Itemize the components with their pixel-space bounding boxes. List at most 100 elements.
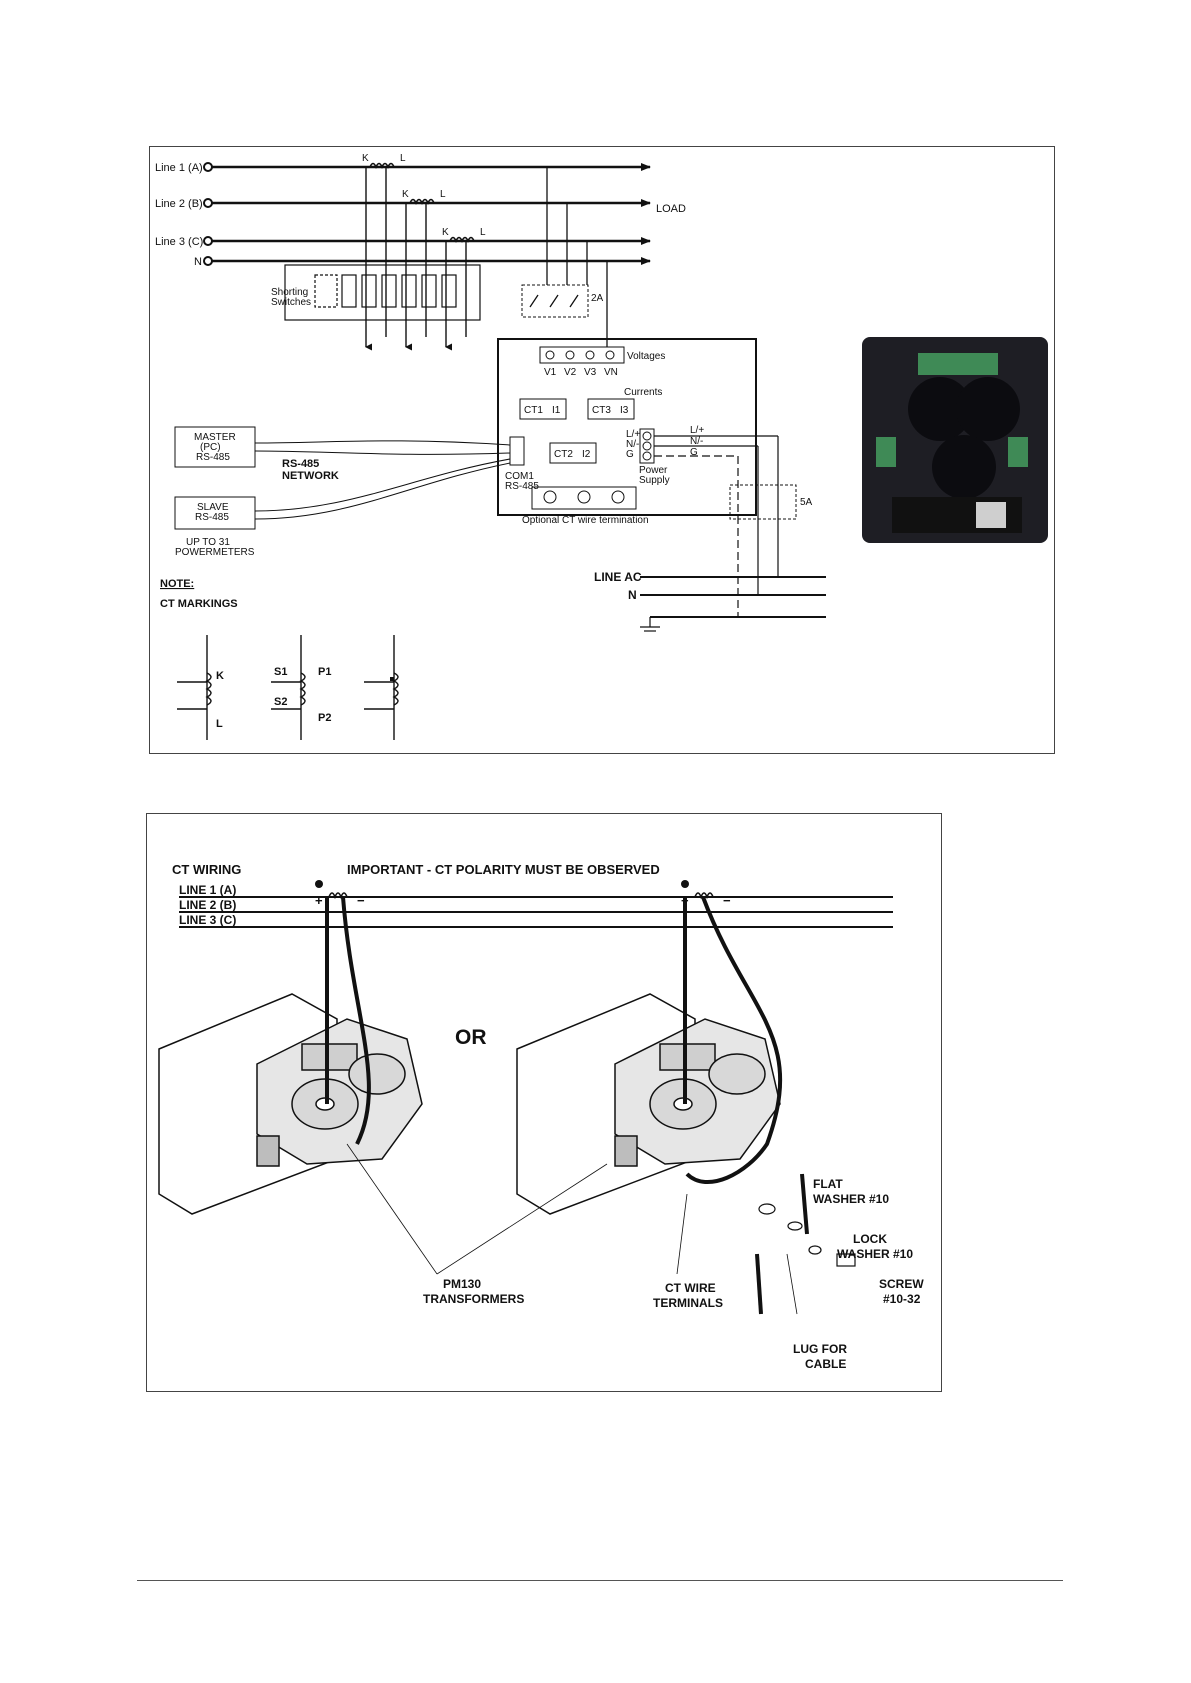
pm130-label-1: PM130	[443, 1277, 481, 1291]
ps-label-2: Supply	[639, 475, 670, 486]
meter-box	[497, 338, 757, 516]
ct-wiring-diagram: CT WIRING IMPORTANT - CT POLARITY MUST B…	[158, 862, 924, 1371]
slave-box	[174, 496, 256, 530]
ct-wiring-lines	[179, 896, 893, 928]
ps-g-label: G	[626, 449, 634, 460]
ct1-k-mark: K	[362, 153, 369, 164]
fuse-5a-label: 5A	[800, 497, 813, 508]
neutral-label: N	[194, 256, 202, 268]
ct2-l-mark: L	[440, 189, 446, 200]
ct-wiring-title: CT WIRING	[172, 862, 241, 877]
or-label: OR	[455, 1026, 487, 1049]
lug-label-1: LUG FOR	[793, 1342, 847, 1356]
left-ct-plus: +	[315, 893, 323, 908]
phase-lines	[212, 163, 651, 265]
shorting-label-2: Switches	[271, 297, 311, 308]
marking-s2: S2	[274, 696, 287, 708]
fuse-5a-box	[729, 484, 797, 520]
marking-s1: S1	[274, 666, 287, 678]
flat-washer-label-2: WASHER #10	[813, 1192, 889, 1206]
ct-terminals-label-1: CT WIRE	[665, 1281, 716, 1295]
com-terminal	[509, 436, 525, 466]
com-label-2: RS-485	[505, 481, 539, 492]
ct-markings-label: CT MARKINGS	[160, 598, 238, 610]
network-label-2: NETWORK	[282, 470, 339, 482]
line-ac-bus	[640, 576, 826, 618]
v2-label: V2	[564, 367, 577, 378]
ct2-k-mark: K	[402, 189, 409, 200]
shorting-label-1: Shorting	[271, 287, 308, 298]
ps-n-label: N/-	[626, 439, 639, 450]
master-label-2: (PC)	[200, 442, 221, 453]
meter-photo	[862, 337, 1048, 543]
ct1-l-mark: L	[400, 153, 406, 164]
line-1-label: Line 1 (A)	[155, 162, 203, 174]
shorting-switches	[284, 264, 481, 321]
lug-label-2: CABLE	[805, 1357, 846, 1371]
master-label-3: RS-485	[196, 452, 230, 463]
ct3-l-mark: L	[480, 227, 486, 238]
pm130-label-2: TRANSFORMERS	[423, 1292, 524, 1306]
left-ct-minus: −	[357, 893, 365, 908]
right-ct-minus: −	[723, 893, 731, 908]
wiring-diagram-frame: Line 1 (A) Line 2 (B) Line 3 (C) N LOAD …	[149, 146, 1055, 754]
line-ac-n-label: N	[628, 588, 637, 602]
ps-l-label: L/+	[626, 429, 640, 440]
wiring-diagram: Line 1 (A) Line 2 (B) Line 3 (C) N LOAD …	[155, 153, 1048, 740]
fuse-2a-label: 2A	[591, 293, 604, 304]
ps-label-1: Power	[639, 465, 668, 476]
marking-p1: P1	[318, 666, 331, 678]
vn-label: VN	[604, 367, 618, 378]
flat-washer-label-1: FLAT	[813, 1177, 843, 1191]
com-label-1: COM1	[505, 471, 534, 482]
master-label-1: MASTER	[194, 432, 236, 443]
ps-out-n: N/-	[690, 436, 703, 447]
line-ct-coils	[369, 162, 475, 244]
v1-label: V1	[544, 367, 557, 378]
lock-washer-label-1: LOCK	[853, 1232, 887, 1246]
fuse-2a-box	[521, 284, 589, 318]
up-to-label-1: UP TO 31	[186, 537, 230, 548]
note-label: NOTE:	[160, 578, 194, 590]
slave-label-2: RS-485	[195, 512, 229, 523]
ct-line-3-label: LINE 3 (C)	[179, 913, 236, 927]
rs485-cable	[254, 440, 511, 520]
master-box	[174, 426, 256, 468]
load-label: LOAD	[656, 203, 686, 215]
ct-line-2-label: LINE 2 (B)	[179, 898, 236, 912]
line-ac-label: LINE AC	[594, 570, 642, 584]
slave-label-1: SLAVE	[197, 502, 229, 513]
screw-label-2: #10-32	[883, 1292, 921, 1306]
ct-line-1-label: LINE 1 (A)	[179, 883, 236, 897]
voltages-title: Voltages	[627, 351, 665, 362]
v3-label: V3	[584, 367, 597, 378]
marking-k: K	[216, 670, 224, 682]
ct-marking-symbols	[177, 635, 399, 740]
i2-label: I2	[582, 449, 591, 460]
i3-label: I3	[620, 405, 629, 416]
line-3-label: Line 3 (C)	[155, 236, 203, 248]
ps-out-g: G	[690, 447, 698, 458]
network-label-1: RS-485	[282, 458, 319, 470]
line-2-label: Line 2 (B)	[155, 198, 203, 210]
up-to-label-2: POWERMETERS	[175, 547, 255, 558]
left-meter-drawing	[158, 993, 423, 1215]
ct-wiring-frame: CT WIRING IMPORTANT - CT POLARITY MUST B…	[146, 813, 942, 1392]
i1-label: I1	[552, 405, 561, 416]
ps-out-l: L/+	[690, 425, 704, 436]
ct3-label: CT3	[592, 405, 611, 416]
voltage-terminal-block	[539, 346, 625, 364]
marking-l: L	[216, 718, 223, 730]
ct-polarity-note: IMPORTANT - CT POLARITY MUST BE OBSERVED	[347, 862, 660, 877]
currents-title: Currents	[624, 387, 662, 398]
ct1-label: CT1	[524, 405, 543, 416]
ct3-k-mark: K	[442, 227, 449, 238]
right-meter-drawing	[516, 993, 781, 1215]
ct2-label: CT2	[554, 449, 573, 460]
optional-ct-label: Optional CT wire termination	[522, 515, 649, 526]
footer-rule	[137, 1580, 1063, 1581]
ct-terminals-label-2: TERMINALS	[653, 1296, 723, 1310]
screw-label-1: SCREW	[879, 1277, 924, 1291]
hardware-parts	[758, 1203, 856, 1267]
lock-washer-label-2: WASHER #10	[837, 1247, 913, 1261]
